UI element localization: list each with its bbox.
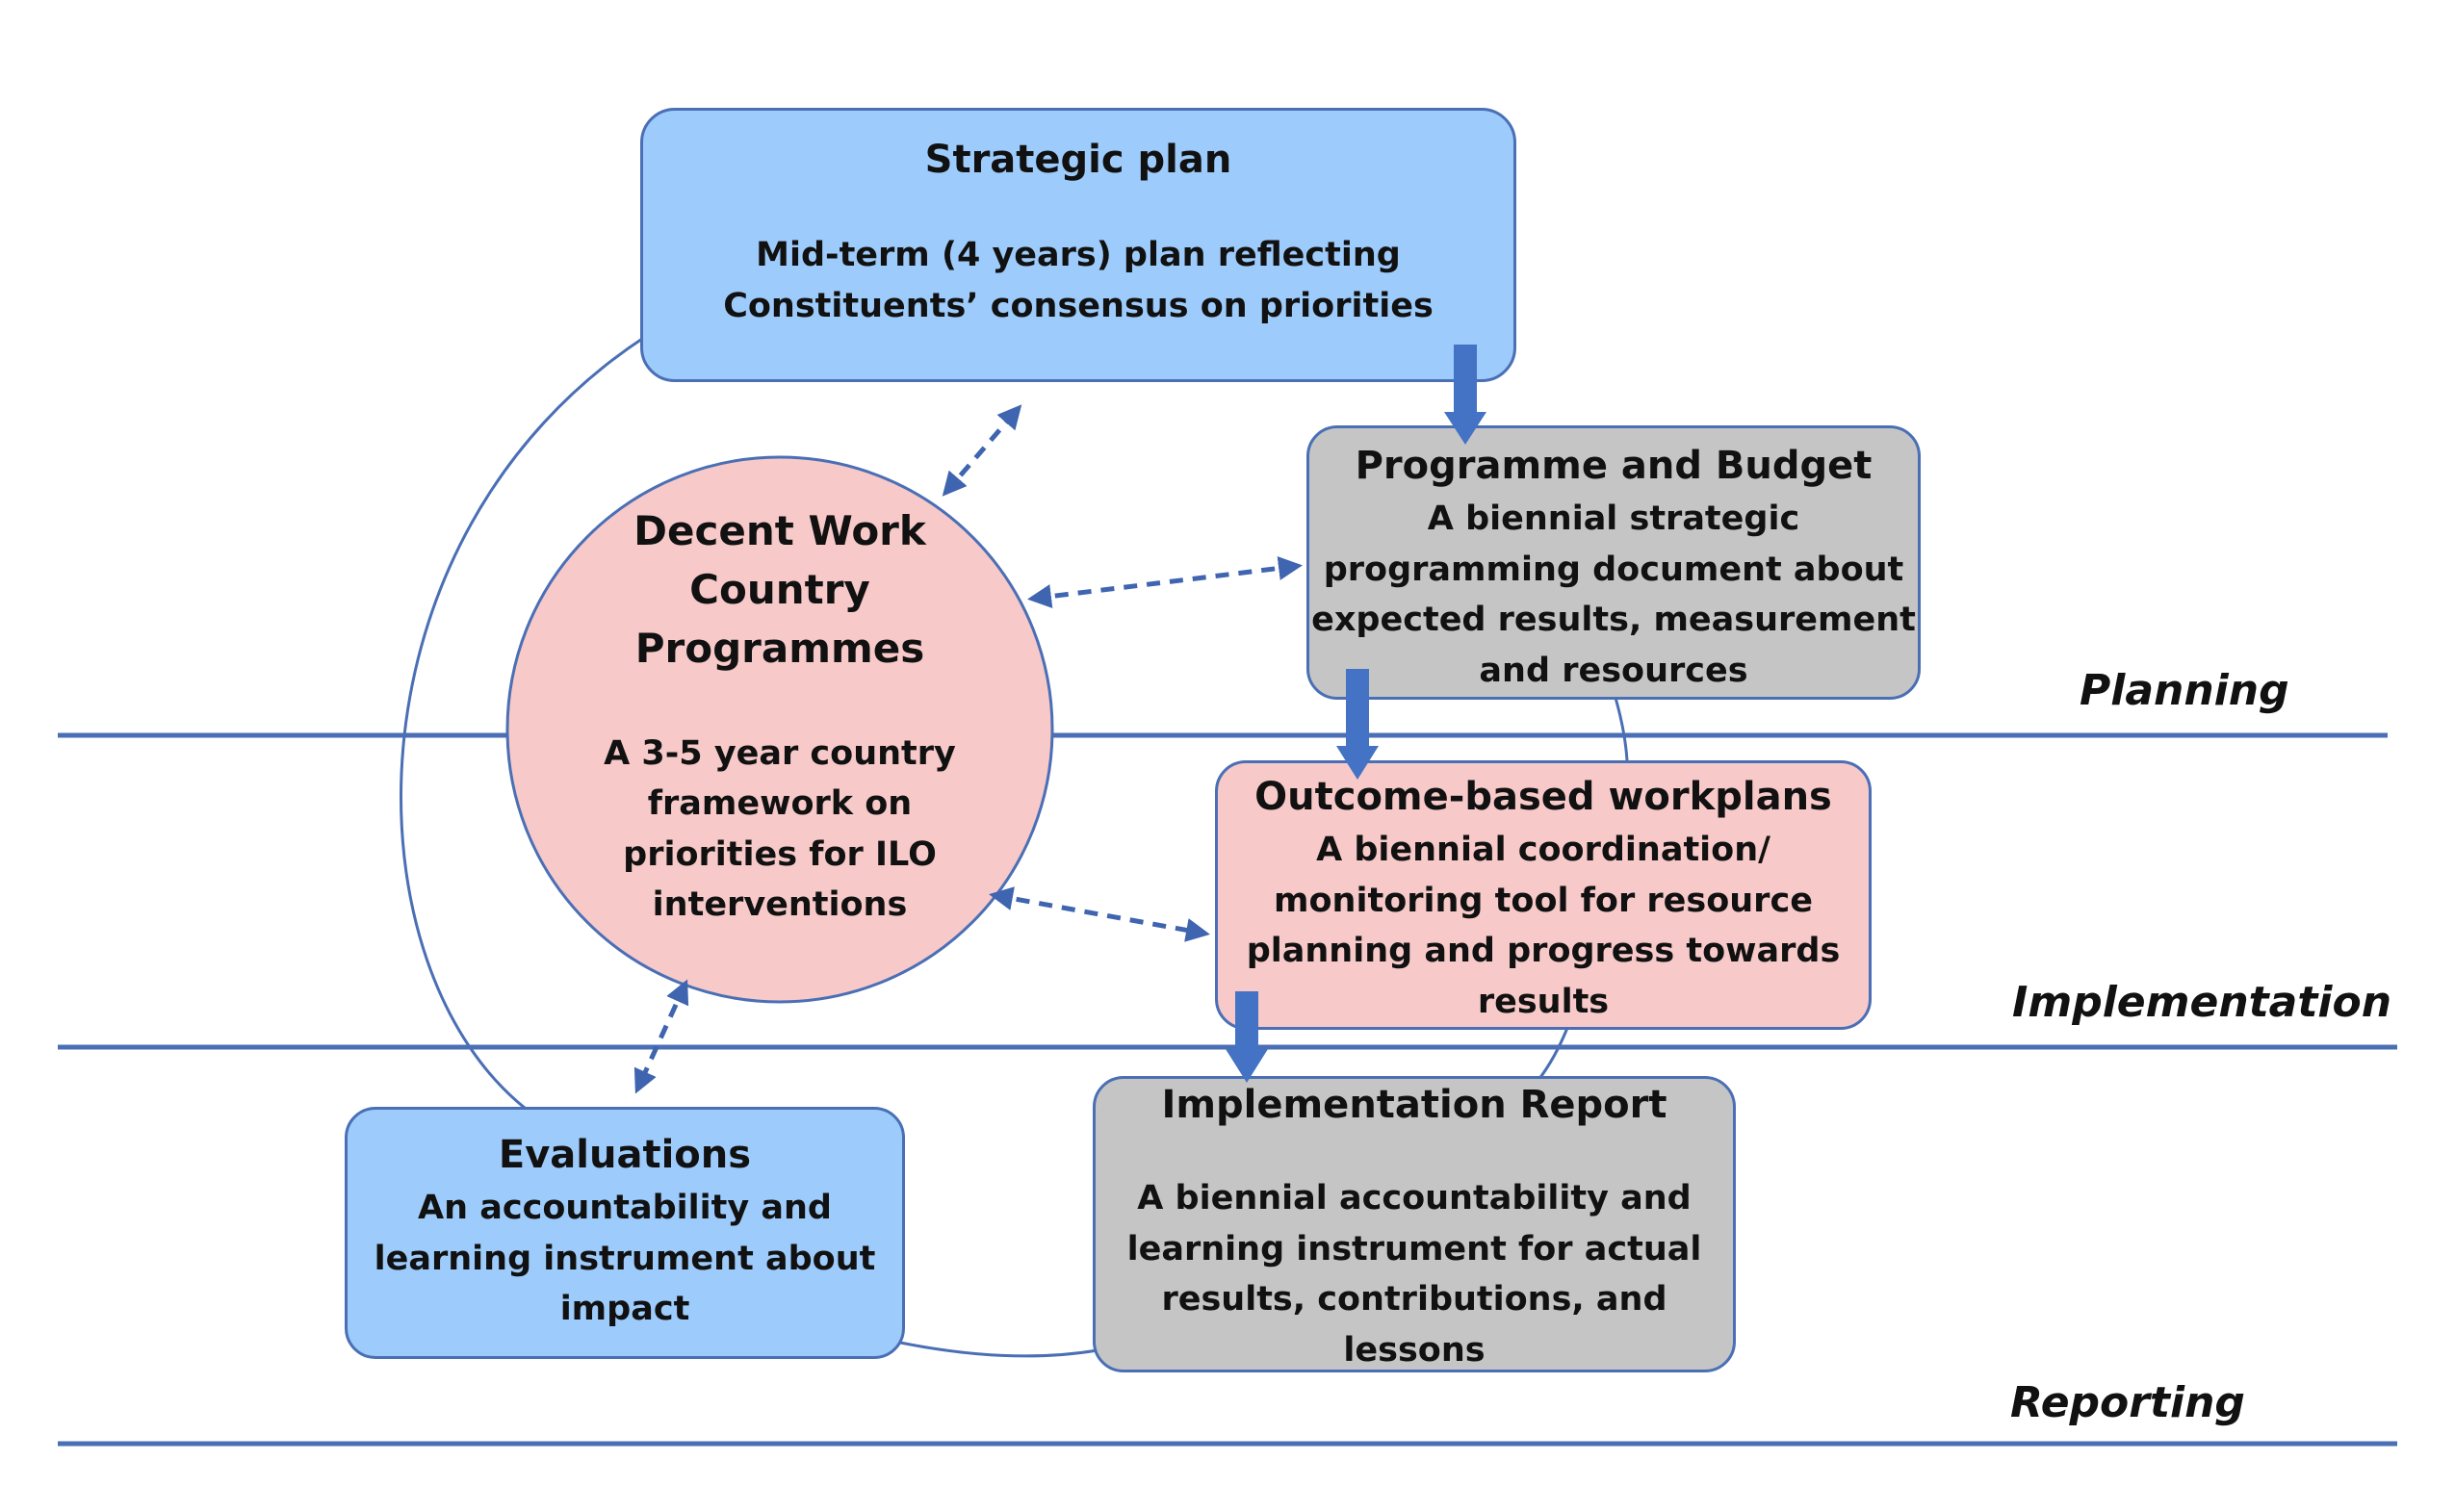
- workplans-description: A biennial coordination/ monitoring tool…: [1246, 831, 1841, 1021]
- implementation-report-title: Implementation Report: [1161, 1083, 1667, 1127]
- strategic-plan-title: Strategic plan: [924, 138, 1232, 182]
- cycle-bottom-connector: [899, 1341, 1098, 1358]
- programme-budget-title: Programme and Budget: [1355, 444, 1873, 488]
- phase-label-reporting: Reporting: [2010, 1378, 2245, 1427]
- phase-label-implementation: Implementation: [2012, 978, 2392, 1027]
- evaluations-title: Evaluations: [498, 1133, 752, 1177]
- cycle-right-connector-lower: [1537, 1027, 1569, 1081]
- implementation-report-box: Implementation Report A biennial account…: [1093, 1076, 1736, 1372]
- programme-budget-description: A biennial strategic programming documen…: [1311, 500, 1916, 690]
- strategic-plan-description: Mid-term (4 years) plan reflecting Const…: [723, 236, 1434, 325]
- dwcp-description: A 3-5 year country framework on prioriti…: [604, 733, 956, 925]
- workplans-title: Outcome-based workplans: [1254, 775, 1832, 819]
- workplans-box: Outcome-based workplans A biennial coord…: [1215, 760, 1872, 1030]
- evaluations-box: Evaluations An accountability and learni…: [345, 1107, 905, 1359]
- cycle-right-connector-upper: [1614, 697, 1629, 761]
- dwcp-title: Decent Work Country Programmes: [633, 507, 926, 672]
- dwcp-text: Decent Work Country Programmes A 3-5 yea…: [539, 502, 1021, 955]
- dwcp-circle: [505, 455, 1054, 1004]
- strategic-plan-box: Strategic plan Mid-term (4 years) plan r…: [640, 108, 1516, 382]
- programme-budget-box: Programme and Budget A biennial strategi…: [1306, 425, 1921, 700]
- cycle-left-arc: [400, 335, 646, 1114]
- implementation-report-description: A biennial accountability and learning i…: [1126, 1179, 1702, 1370]
- phase-label-planning: Planning: [2080, 666, 2289, 715]
- evaluations-description: An accountability and learning instrumen…: [374, 1189, 876, 1328]
